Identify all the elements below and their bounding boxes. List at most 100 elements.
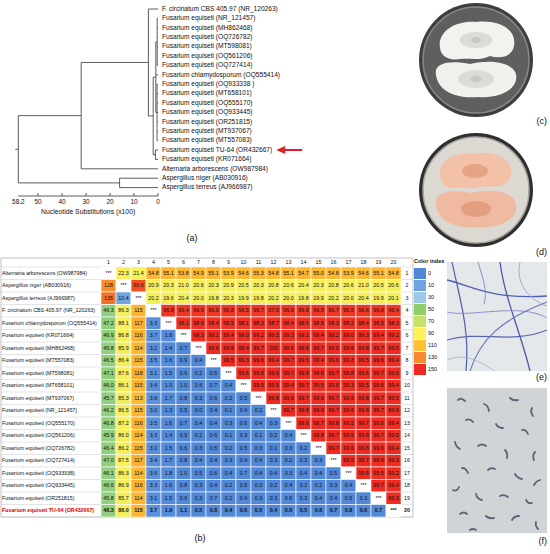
- matrix-cell: [311, 455, 326, 468]
- matrix-cell: [371, 430, 386, 443]
- matrix-cell: [281, 455, 296, 468]
- matrix-cell: [281, 392, 296, 405]
- matrix-value: 46.3: [103, 508, 113, 513]
- row-label: Fusarium equiseti (MT658101): [2, 383, 74, 388]
- matrix-value: 0.4: [210, 408, 217, 413]
- matrix-cell: [191, 367, 206, 380]
- matrix-cell: [356, 317, 371, 330]
- matrix-cell: [161, 380, 176, 393]
- taxon-label: Fusarium equiseti TU-64 (OR432667): [162, 147, 272, 154]
- matrix-cell: [386, 380, 401, 393]
- matrix-value: 90.6: [133, 283, 143, 288]
- matrix-cell: [266, 392, 281, 405]
- matrix-cell: [341, 392, 356, 405]
- legend-value: 70: [428, 319, 434, 325]
- matrix-value: 0.3: [195, 496, 202, 501]
- row-number: 13: [404, 421, 410, 426]
- matrix-value: 96.4: [388, 308, 398, 313]
- axis-line: [18, 196, 158, 197]
- matrix-value: 3.4: [150, 383, 157, 388]
- matrix-value: 99.7: [373, 433, 383, 438]
- column-number: 15: [316, 260, 322, 265]
- matrix-cell: [386, 467, 401, 480]
- row-label: Fusarium equiseti (OQ933445): [2, 483, 75, 488]
- matrix-value: 0.2: [225, 496, 232, 501]
- matrix-value: 99.6: [283, 346, 293, 351]
- column-number: 11: [256, 260, 262, 265]
- matrix-value: 99.2: [388, 333, 398, 338]
- matrix-cell: [386, 455, 401, 468]
- matrix-cell: [116, 430, 131, 443]
- matrix-value: 46.8: [103, 421, 113, 426]
- matrix-cell: [116, 330, 131, 343]
- diagonal-mark: ***: [345, 471, 351, 476]
- taxon-label: F. circinatum CBS 405.97 (NR_120263): [162, 6, 278, 13]
- matrix-value: 20.2: [148, 296, 158, 301]
- matrix-cell: [101, 380, 116, 393]
- matrix-cell: [296, 505, 311, 518]
- matrix-cell: [251, 317, 266, 330]
- matrix-value: 0.5: [195, 471, 202, 476]
- matrix-value: 53.9: [223, 271, 233, 276]
- matrix-cell: [206, 305, 221, 318]
- matrix-cell: [161, 392, 176, 405]
- matrix-cell: [281, 292, 296, 305]
- matrix-value: 128: [104, 283, 113, 288]
- matrix-cell: [101, 342, 116, 355]
- matrix-value: 0.4: [330, 496, 337, 501]
- diagonal-mark: ***: [285, 421, 291, 426]
- matrix-cell: [221, 405, 236, 418]
- matrix-cell: [386, 442, 401, 455]
- matrix-cell: [146, 417, 161, 430]
- matrix-value: 87.6: [118, 371, 128, 376]
- taxon-label: Fusarium equiseti (OQ555170): [162, 100, 253, 107]
- matrix-value: 0.2: [255, 408, 262, 413]
- matrix-value: 20.5: [373, 283, 383, 288]
- matrix-value: 54.8: [268, 271, 278, 276]
- matrix-value: 20.0: [343, 296, 353, 301]
- matrix-cell: [371, 367, 386, 380]
- matrix-cell: [326, 455, 341, 468]
- matrix-cell: [356, 480, 371, 493]
- matrix-value: 0.3: [255, 446, 262, 451]
- matrix-cell: [296, 305, 311, 318]
- matrix-cell: [371, 267, 386, 280]
- matrix-value: 46.9: [103, 333, 113, 338]
- matrix-cell: [206, 405, 221, 418]
- matrix-cell: [146, 430, 161, 443]
- matrix-cell: [281, 492, 296, 505]
- matrix-value: 115: [134, 408, 142, 413]
- matrix-value: 0.5: [240, 446, 247, 451]
- taxon-label: Aspergillus niger (AB030916): [162, 175, 248, 182]
- matrix-cell: [221, 417, 236, 430]
- matrix-value: 53.9: [343, 271, 353, 276]
- matrix-cell: [206, 467, 221, 480]
- taxon-label: Fusarium equiseti (NR_121457): [162, 15, 255, 22]
- matrix-cell: [356, 430, 371, 443]
- matrix-value: 86.9: [118, 483, 128, 488]
- matrix-value: 0.5: [330, 471, 337, 476]
- matrix-cell: [296, 392, 311, 405]
- matrix-value: 0.2: [270, 483, 277, 488]
- matrix-value: 0.6: [210, 471, 217, 476]
- matrix-cell: [281, 467, 296, 480]
- matrix-cell: [221, 505, 236, 518]
- matrix-cell: [101, 430, 116, 443]
- matrix-cell: [251, 280, 266, 293]
- matrix-value: 0.6: [180, 446, 187, 451]
- matrix-value: 118: [134, 371, 142, 376]
- matrix-cell: [236, 442, 251, 455]
- matrix-value: 99.5: [223, 358, 233, 363]
- matrix-cell: [221, 480, 236, 493]
- matrix-value: 117: [134, 458, 142, 463]
- matrix-cell: [131, 430, 146, 443]
- matrix-value: 99.8: [253, 371, 263, 376]
- matrix-cell: [266, 267, 281, 280]
- matrix-cell: [221, 392, 236, 405]
- row-label: Fusarium equiseti (NR_121457): [2, 408, 77, 413]
- matrix-value: 55.1: [163, 271, 173, 276]
- matrix-value: 0.3: [225, 421, 232, 426]
- column-number: 16: [331, 260, 337, 265]
- matrix-cell: [341, 492, 356, 505]
- matrix-cell: [176, 367, 191, 380]
